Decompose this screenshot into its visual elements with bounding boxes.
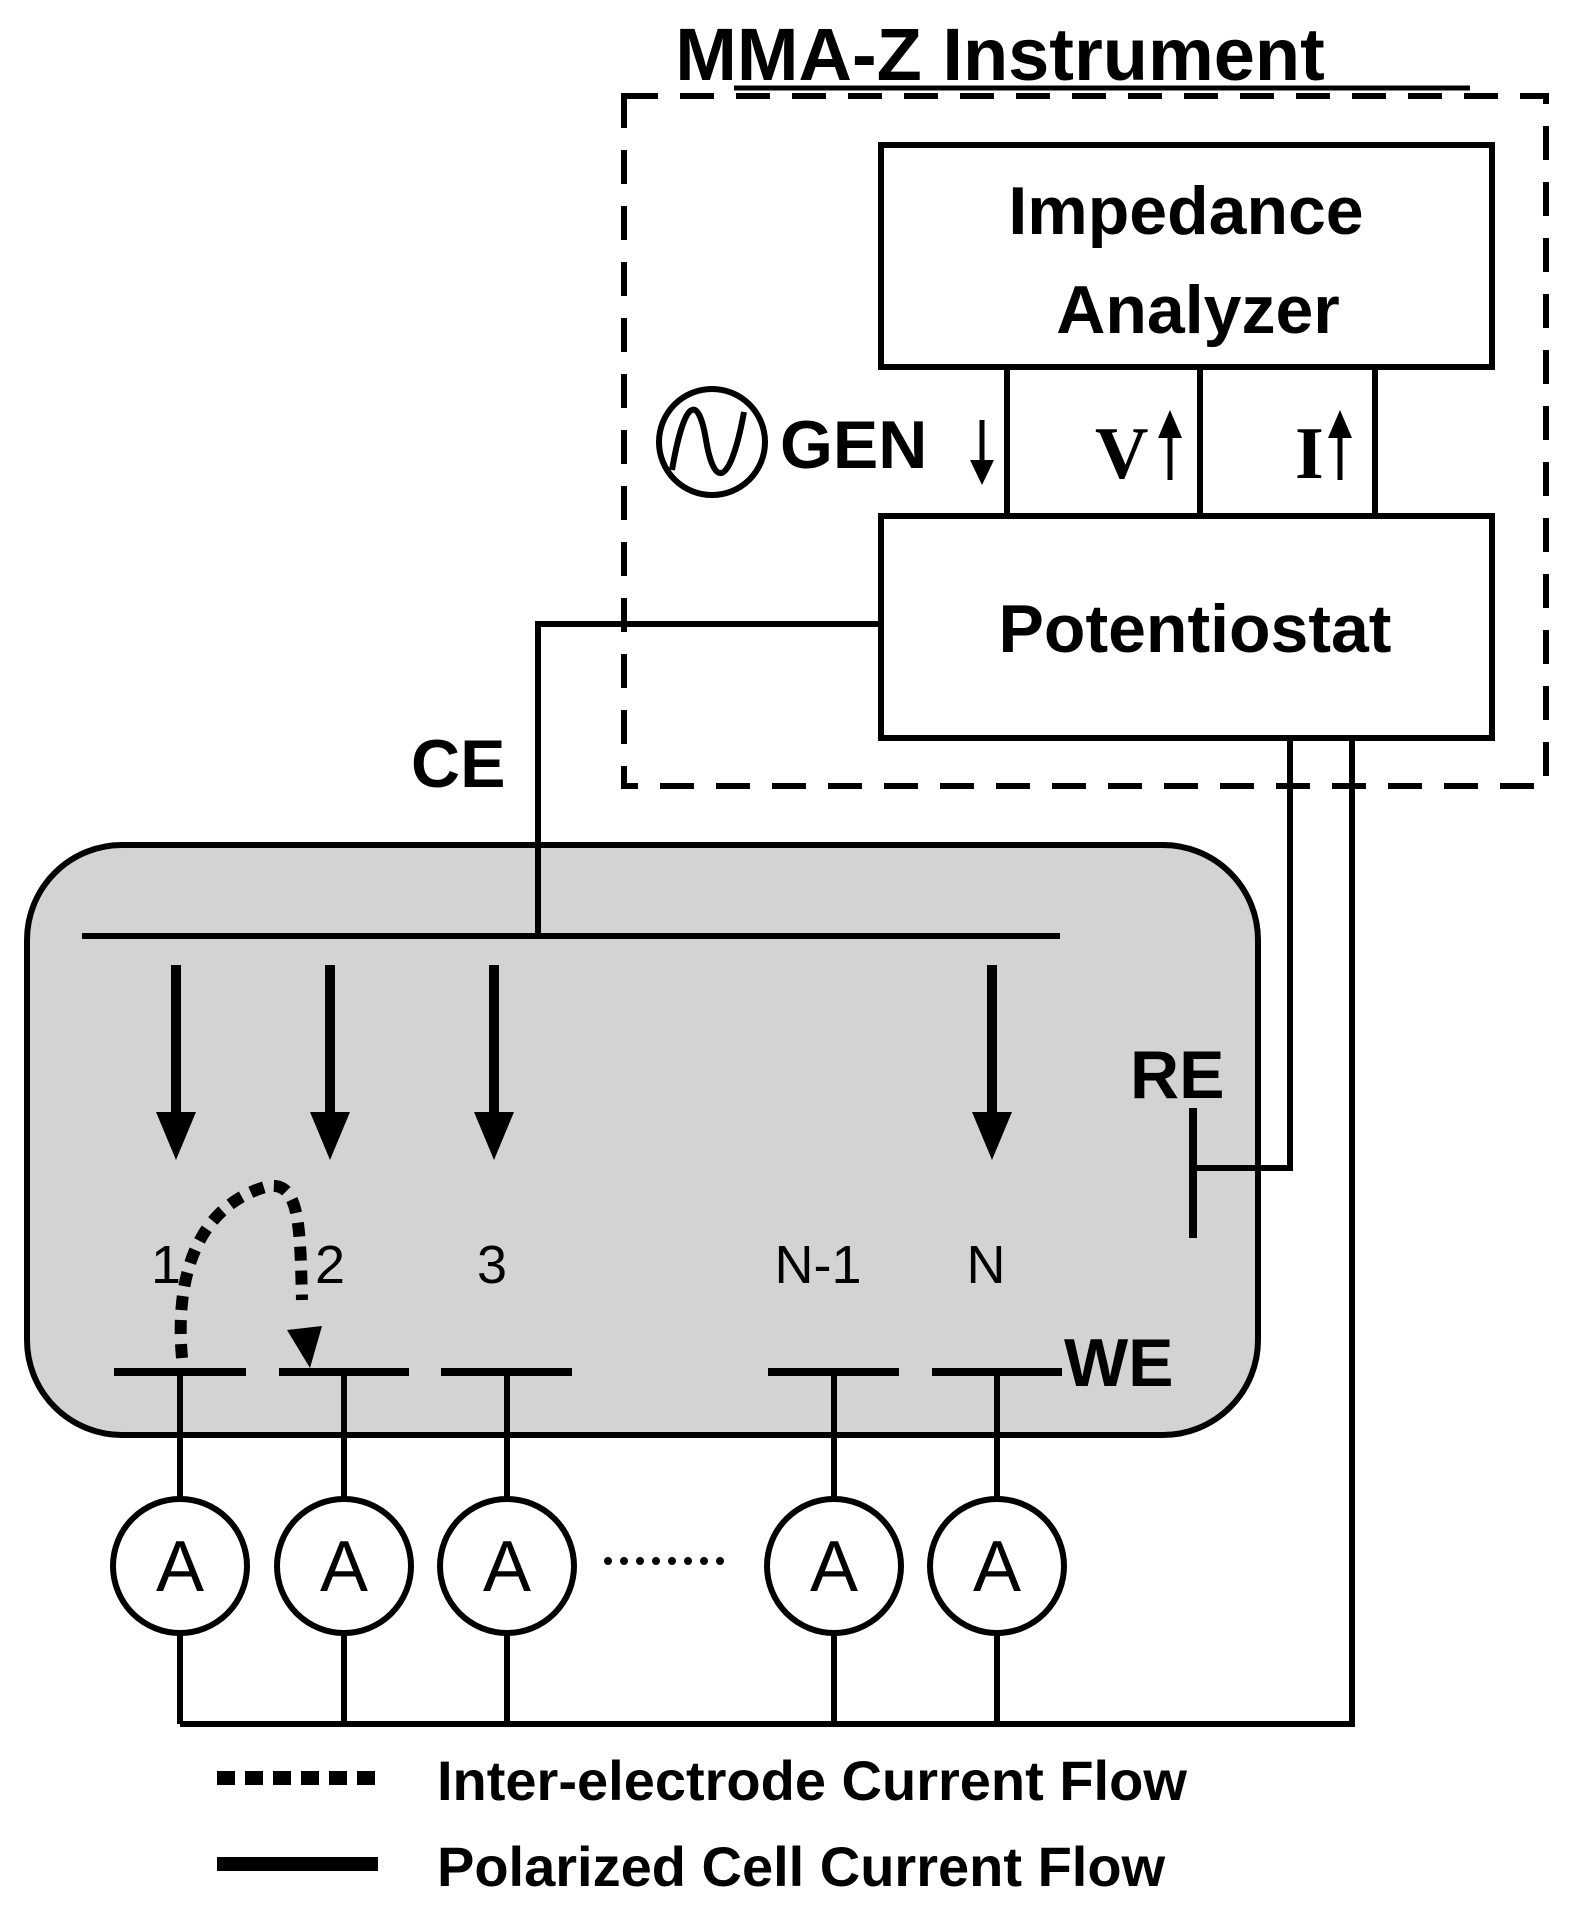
we-return-bus xyxy=(180,738,1355,1727)
we-leads xyxy=(177,1372,1000,1498)
impedance-analyzer-box xyxy=(878,142,1495,370)
ammeter-leads xyxy=(177,1633,1000,1724)
potentiostat-label: Potentiostat xyxy=(999,591,1392,667)
we-label: WE xyxy=(1064,1325,1174,1401)
ce-label: CE xyxy=(411,726,505,802)
ammeter-n-symbol: A xyxy=(973,1527,1021,1607)
gen-label: GEN xyxy=(780,407,927,483)
ammeter-dots xyxy=(604,1557,724,1565)
instrument-enclosure xyxy=(621,93,1549,789)
ammeter-3: A xyxy=(437,1496,577,1636)
re-label: RE xyxy=(1130,1037,1224,1113)
ammeter-1-symbol: A xyxy=(156,1527,204,1607)
impedance-analyzer-label-line1: Impedance xyxy=(1008,173,1363,249)
ce-wire xyxy=(535,621,881,936)
gen-down-arrow-icon xyxy=(970,420,994,485)
ammeter-3-symbol: A xyxy=(483,1527,531,1607)
legend: Inter-electrode Current Flow Polarized C… xyxy=(217,1749,1187,1898)
ammeter-n-1: A xyxy=(764,1496,904,1636)
inter-electrode-current-arrow xyxy=(174,1179,322,1368)
we-index-3: 3 xyxy=(477,1235,507,1295)
we-index-2: 2 xyxy=(315,1235,345,1295)
v-up-arrow-icon xyxy=(1158,410,1182,480)
instrument-title: MMA-Z Instrument xyxy=(675,13,1325,96)
ammeter-2: A xyxy=(274,1496,414,1636)
ammeter-1: A xyxy=(110,1496,250,1636)
polarized-current-arrows xyxy=(156,965,1012,1160)
i-label: I xyxy=(1295,413,1324,495)
potentiostat-box xyxy=(878,513,1495,741)
ammeter-n: A xyxy=(927,1496,1067,1636)
we-index-n-1: N-1 xyxy=(774,1235,861,1295)
legend-dashed-label: Inter-electrode Current Flow xyxy=(437,1749,1187,1812)
we-index-n: N xyxy=(967,1235,1006,1295)
re-wire xyxy=(1195,738,1293,1171)
v-label: V xyxy=(1095,413,1148,495)
ammeter-2-symbol: A xyxy=(320,1527,368,1607)
i-up-arrow-icon xyxy=(1328,410,1352,480)
sine-generator-icon xyxy=(656,386,768,498)
ammeter-n-1-symbol: A xyxy=(810,1527,858,1607)
legend-solid-label: Polarized Cell Current Flow xyxy=(437,1835,1166,1898)
we-index-1: 1 xyxy=(151,1235,181,1295)
impedance-analyzer-label-line2: Analyzer xyxy=(1056,272,1339,348)
